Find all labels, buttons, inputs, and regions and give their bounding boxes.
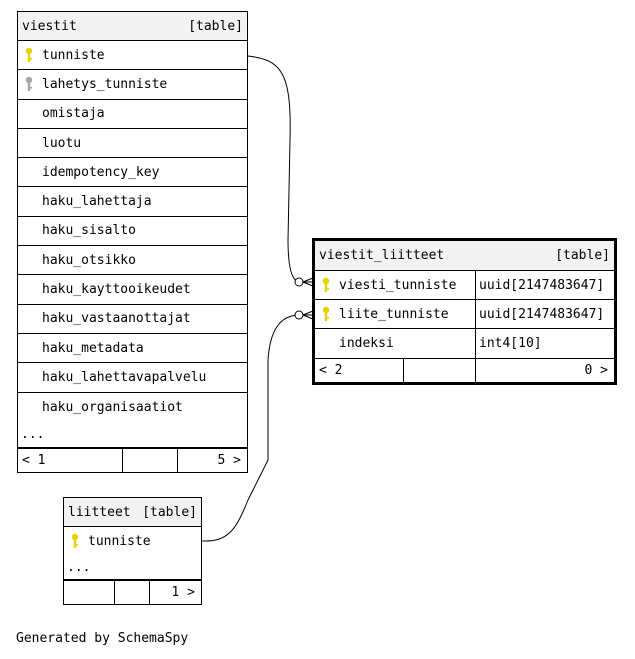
table-kind: [table]	[188, 18, 243, 34]
column-name: haku_sisalto	[42, 223, 136, 239]
column-row[interactable]: viesti_tunniste uuid[2147483647]	[315, 271, 614, 300]
edge-viestit-to-viestit-liitteet	[247, 55, 301, 283]
table-header: viestit [table]	[18, 12, 247, 41]
generator-credit: Generated by SchemaSpy	[16, 631, 189, 646]
column-row[interactable]: haku_kayttooikeudet	[18, 275, 247, 305]
footer-parents[interactable]: < 1	[18, 448, 123, 472]
footer-spacer	[115, 581, 150, 604]
table-header: liitteet [table]	[64, 498, 201, 527]
more-columns-row: ...	[18, 422, 247, 448]
primary-key-icon	[64, 533, 86, 549]
primary-key-icon	[315, 277, 337, 293]
primary-key-icon	[315, 306, 337, 322]
column-name: idempotency_key	[42, 164, 160, 180]
column-name: lahetys_tunniste	[42, 76, 168, 92]
footer-spacer	[123, 448, 178, 472]
more-columns: ...	[21, 426, 45, 442]
column-name: liite_tunniste	[339, 306, 449, 322]
column-name: haku_lahettavapalvelu	[42, 369, 207, 385]
column-row[interactable]: haku_otsikko	[18, 246, 247, 276]
table-viestit[interactable]: viestit [table] tunniste lahetys_tunniste…	[17, 11, 248, 473]
column-name: haku_lahettaja	[42, 194, 152, 210]
column-row[interactable]: indeksi int4[10]	[315, 329, 614, 358]
edge-end-circle	[294, 277, 304, 287]
more-columns-row: ...	[64, 555, 201, 580]
column-name: luotu	[42, 135, 82, 151]
column-name: tunniste	[88, 533, 151, 549]
foreign-key-icon	[18, 76, 40, 92]
footer-spacer	[64, 581, 115, 604]
column-row[interactable]: haku_lahettaja	[18, 187, 247, 217]
column-row[interactable]: haku_sisalto	[18, 217, 247, 247]
column-name: haku_vastaanottajat	[42, 311, 191, 327]
column-row[interactable]: haku_organisaatiot	[18, 393, 247, 422]
column-row[interactable]: omistaja	[18, 100, 247, 129]
column-row[interactable]: tunniste	[18, 41, 247, 71]
crowfoot-marker	[302, 277, 314, 287]
column-row[interactable]: liite_tunniste uuid[2147483647]	[315, 300, 614, 329]
table-liitteet[interactable]: liitteet [table] tunniste ... 1 >	[63, 497, 202, 605]
table-footer: < 1 5 >	[18, 447, 247, 472]
table-name: viestit	[22, 18, 77, 34]
column-type: int4[10]	[475, 329, 614, 358]
column-type: uuid[2147483647]	[475, 271, 614, 299]
column-row[interactable]: haku_metadata	[18, 334, 247, 364]
column-row[interactable]: haku_vastaanottajat	[18, 305, 247, 334]
table-header: viestit_liitteet [table]	[315, 241, 614, 271]
table-kind: [table]	[142, 504, 197, 520]
column-row[interactable]: tunniste	[64, 527, 201, 555]
column-row[interactable]: idempotency_key	[18, 158, 247, 188]
table-viestit-liitteet[interactable]: viestit_liitteet [table] viesti_tunniste…	[312, 238, 617, 385]
column-name: haku_organisaatiot	[42, 399, 183, 415]
column-name: tunniste	[42, 47, 105, 63]
column-name: haku_metadata	[42, 340, 144, 356]
column-row[interactable]: lahetys_tunniste	[18, 70, 247, 100]
crowfoot-marker	[302, 310, 314, 320]
table-name: liitteet	[68, 504, 131, 520]
column-name: haku_otsikko	[42, 252, 136, 268]
edge-end-circle	[294, 310, 304, 320]
footer-spacer	[404, 359, 476, 382]
footer-children[interactable]: 1 >	[171, 585, 195, 600]
footer-parents[interactable]: < 2	[315, 359, 404, 382]
table-footer: 1 >	[64, 580, 201, 604]
edge-liitteet-to-viestit-liitteet	[201, 314, 299, 542]
more-columns: ...	[67, 559, 91, 575]
column-type: uuid[2147483647]	[475, 300, 614, 328]
column-name: indeksi	[339, 336, 394, 351]
table-footer: < 2 0 >	[315, 358, 614, 382]
table-kind: [table]	[555, 248, 610, 263]
column-name: omistaja	[42, 106, 105, 122]
footer-children[interactable]: 0 >	[584, 363, 608, 378]
table-name: viestit_liitteet	[319, 248, 445, 263]
footer-children[interactable]: 5 >	[217, 452, 241, 468]
column-row[interactable]: luotu	[18, 129, 247, 159]
column-row[interactable]: haku_lahettavapalvelu	[18, 363, 247, 393]
column-name: viesti_tunniste	[339, 277, 457, 293]
column-name: haku_kayttooikeudet	[42, 282, 191, 298]
primary-key-icon	[18, 47, 40, 63]
